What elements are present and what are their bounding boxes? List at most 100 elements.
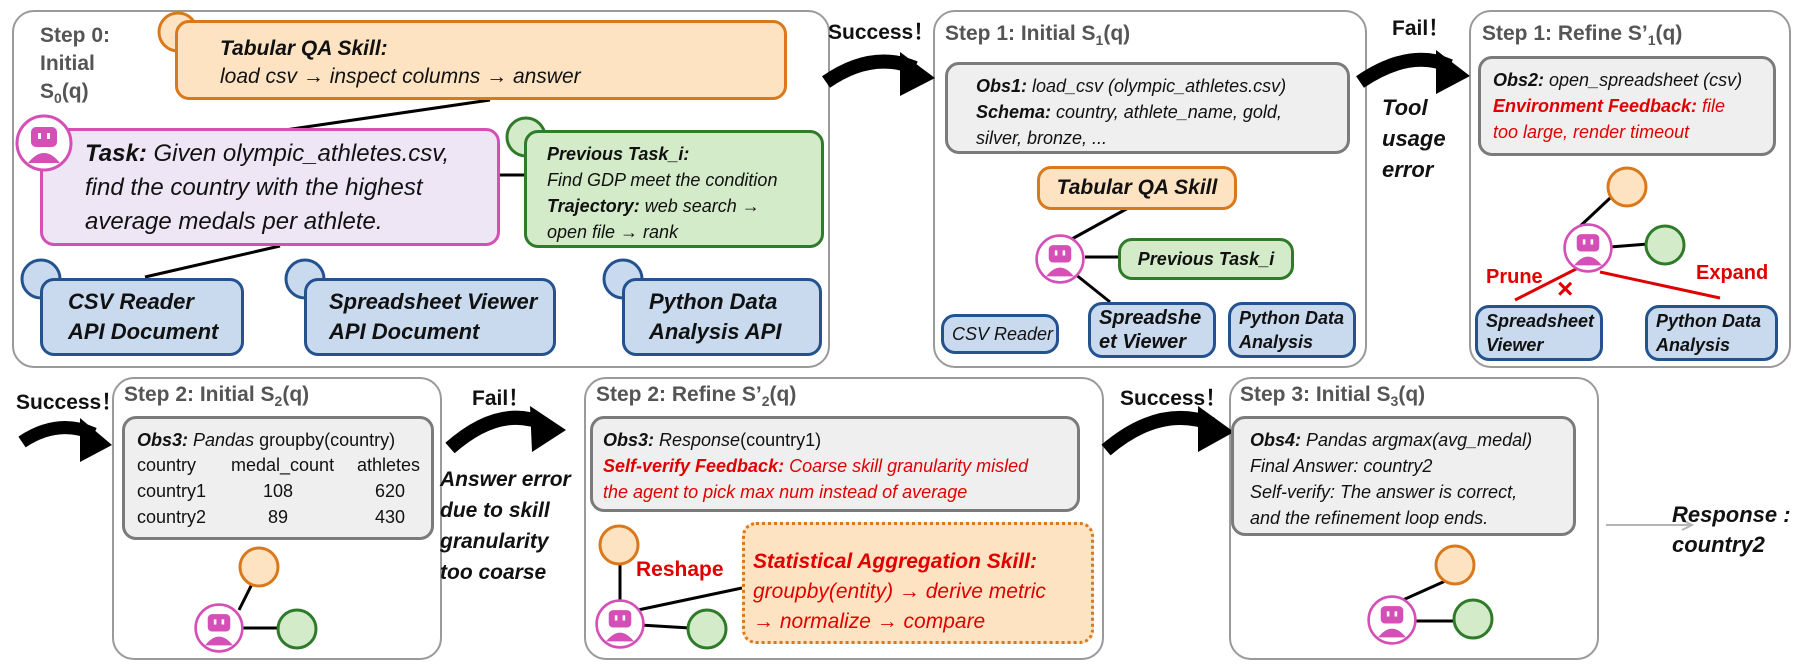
- api-sheet-line1: Spreadsheet Viewer: [329, 289, 538, 314]
- obs4-line: Obs4: Pandas argmax(avg_medal): [1250, 427, 1573, 453]
- step0-title-arg: (q): [61, 80, 89, 103]
- fail-reason-1: Tool usage error: [1382, 92, 1446, 185]
- step1-skill-tabular-qa: Tabular QA Skill: [1037, 166, 1237, 210]
- table-row: country1 108 620: [125, 481, 431, 505]
- step0-title-line1: Step 0:: [40, 24, 111, 47]
- obs1-line: Obs1: load_csv (olympic_athletes.csv): [976, 73, 1347, 99]
- success-arrow-icon: [822, 52, 935, 96]
- new-skill-line2: → normalize → compare: [753, 610, 986, 633]
- step1-title-sub: 1: [1095, 32, 1104, 48]
- edge-s1-skill: [1069, 205, 1131, 242]
- step0-title-line3: S0(q): [40, 78, 110, 107]
- step0-title-sym: S: [40, 80, 55, 103]
- response-label: Response :: [1672, 502, 1791, 527]
- step2-refine-title: Step 2: Refine S’2(q): [596, 383, 797, 409]
- env-feedback-line2: too large, render timeout: [1493, 122, 1690, 142]
- step1-title-text: Step 1: Initial S: [945, 22, 1096, 45]
- step2r-title-arg: (q): [769, 383, 797, 406]
- self-verify-feedback-line: Self-verify Feedback: Coarse skill granu…: [603, 453, 1077, 479]
- step2-title-arg: (q): [282, 383, 310, 406]
- skill-card-title: Tabular QA Skill:: [220, 37, 388, 60]
- task-line2: find the country with the highest: [85, 174, 423, 201]
- self-verify-feedback-label: Self-verify Feedback:: [603, 456, 785, 476]
- fail-reason-2-line2: due to skill: [440, 499, 550, 522]
- obs3-text: groupby(country): [259, 430, 396, 450]
- success-arrow-icon: [1101, 406, 1234, 456]
- step1-api-sheet-label: Spreadshe et Viewer: [1099, 307, 1202, 353]
- step1-previous-label: Previous Task_i: [1137, 248, 1275, 269]
- success-label-2: Success！: [16, 391, 123, 414]
- step0-title-sub: 0: [54, 90, 62, 106]
- table-cell: country2: [137, 507, 207, 527]
- step0-title: Step 0: Initial S0(q): [40, 22, 110, 107]
- memory-node-icon: [1644, 224, 1686, 266]
- api-doc-csv-reader: CSV Reader API Document: [40, 278, 244, 356]
- edge-r1-prev: [1609, 242, 1649, 249]
- skill-node-icon: [598, 524, 640, 566]
- prune-edge: [1514, 265, 1581, 302]
- table-cell: 89: [268, 507, 289, 527]
- step1r-api-python: Python Data Analysis: [1645, 305, 1778, 361]
- edge-r2-newskill: [637, 586, 743, 612]
- step1-previous-task: Previous Task_i: [1118, 238, 1294, 280]
- table-cell: 620: [375, 481, 406, 501]
- step3-title-arg: (q): [1398, 383, 1426, 406]
- statistical-aggregation-skill-card: Statistical Aggregation Skill: groupby(e…: [742, 522, 1094, 644]
- task-label: Task:: [85, 140, 147, 167]
- step1r-title-arg: (q): [1655, 22, 1683, 45]
- api-sheet-line2: API Document: [329, 319, 480, 344]
- expand-label: Expand: [1696, 262, 1769, 284]
- api-csv-line2: API Document: [68, 319, 219, 344]
- obs3r-line: Obs3: Response(country1): [603, 427, 1077, 453]
- fail-arrow-icon: [445, 406, 566, 454]
- task-text-1: Given olympic_athletes.csv,: [146, 140, 450, 167]
- step1-refine-title: Step 1: Refine S’1(q): [1482, 22, 1683, 48]
- tabular-qa-skill-card: Tabular QA Skill: load csv → inspect col…: [175, 20, 787, 100]
- obs2-label: Obs2:: [1493, 70, 1545, 90]
- agent-robot-icon: [194, 603, 244, 653]
- fail-arrow-icon: [1356, 50, 1470, 94]
- api-py-line2: Analysis API: [649, 319, 782, 344]
- table-row: country2 89 430: [125, 507, 431, 531]
- step3-title: Step 3: Initial S3(q): [1240, 383, 1426, 409]
- reshape-label: Reshape: [636, 558, 724, 581]
- step3-title-sub: 3: [1390, 393, 1399, 409]
- memory-node-icon: [1452, 598, 1494, 640]
- prune-label: Prune: [1486, 266, 1543, 288]
- step1-api-spreadsheet-viewer: Spreadshe et Viewer: [1088, 302, 1216, 358]
- fail-reason-1-line1: Tool: [1382, 95, 1428, 120]
- success-label-1: Success！: [828, 21, 935, 44]
- skill-card-flow: load csv → inspect columns → answer: [220, 65, 581, 88]
- step1r-title-text: Step 1: Refine S’: [1482, 22, 1648, 45]
- success-arrow-icon: [18, 418, 112, 462]
- self-verify-line: Self-verify: The answer is correct,: [1250, 482, 1518, 502]
- api-doc-spreadsheet-viewer: Spreadsheet Viewer API Document: [304, 278, 556, 356]
- step1-skill-label: Tabular QA Skill: [1056, 176, 1218, 199]
- obs3-pre: Pandas: [188, 430, 260, 450]
- new-skill-title: Statistical Aggregation Skill:: [753, 550, 1037, 573]
- step2-title-text: Step 2: Initial S: [124, 383, 275, 406]
- self-verify-feedback-line2: the agent to pick max num instead of ave…: [603, 482, 968, 502]
- step1-refine-observation: Obs2: open_spreadsheet (csv) Environment…: [1478, 56, 1776, 156]
- skill-node-icon: [1434, 544, 1476, 586]
- agent-robot-icon: [595, 599, 645, 649]
- step2r-title-sub: 2: [761, 393, 770, 409]
- obs3r-text: (country1): [740, 430, 822, 450]
- step1r-title-sub: 1: [1647, 32, 1656, 48]
- table-header-athletes: athletes: [357, 455, 421, 475]
- obs3-label: Obs3:: [137, 430, 189, 450]
- env-feedback-line: Environment Feedback: file: [1493, 93, 1773, 119]
- prune-cross-icon: ×: [1557, 273, 1573, 304]
- trajectory-text1: web search →: [639, 196, 760, 216]
- previous-task-trajectory: Trajectory: web search →: [547, 193, 821, 219]
- fail-reason-2: Answer error due to skill granularity to…: [440, 464, 571, 588]
- obs2-line: Obs2: open_spreadsheet (csv): [1493, 67, 1773, 93]
- schema-label: Schema:: [976, 102, 1052, 122]
- fail-reason-2-line4: too coarse: [440, 561, 547, 584]
- step3-observation: Obs4: Pandas argmax(avg_medal) Final Ans…: [1231, 416, 1576, 536]
- schema-text: country, athlete_name, gold,: [1051, 102, 1282, 122]
- fail-label-1: Fail！: [1392, 17, 1450, 40]
- fail-label-2: Fail！: [472, 387, 530, 410]
- fail-reason-2-line1: Answer error: [440, 468, 571, 491]
- previous-task-card: Previous Task_i: Find GDP meet the condi…: [524, 130, 824, 248]
